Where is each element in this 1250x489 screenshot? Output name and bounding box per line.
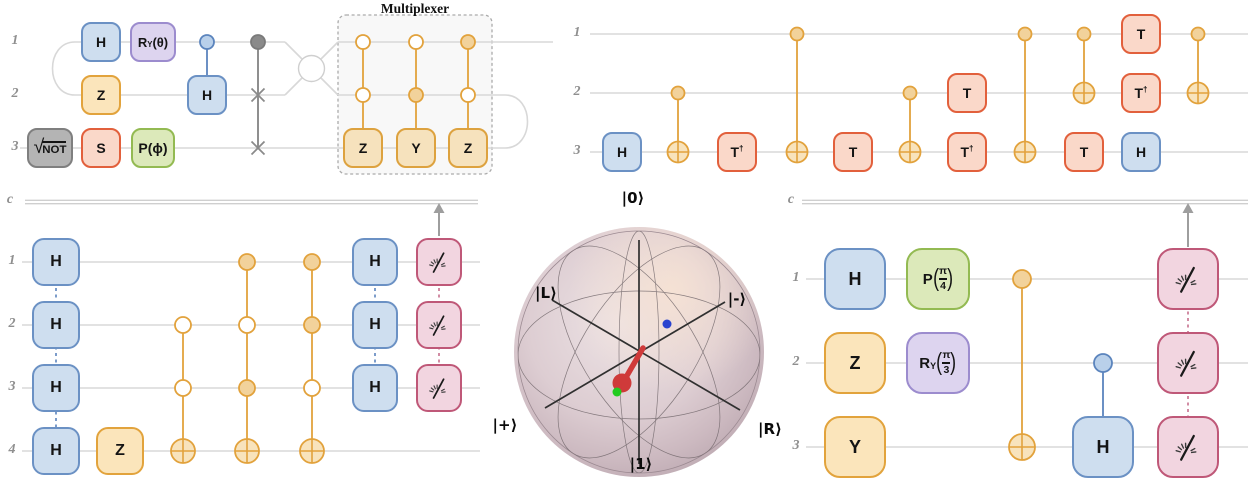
gate-h[interactable]: H	[1072, 416, 1134, 478]
gate-pϕ[interactable]: P(ϕ)	[131, 128, 175, 168]
gate-h[interactable]: H	[352, 364, 398, 412]
gate-h[interactable]: H	[32, 364, 80, 412]
measure-gate[interactable]	[1157, 332, 1219, 394]
gate-t-dagger[interactable]: T†	[947, 132, 987, 172]
control-dot[interactable]	[1076, 26, 1092, 42]
control-dot[interactable]	[303, 316, 321, 334]
control-dot[interactable]	[1190, 26, 1206, 42]
control-dot[interactable]	[460, 87, 476, 103]
measure-gate[interactable]	[1157, 248, 1219, 310]
gate-h[interactable]: H	[32, 301, 80, 349]
gate-h[interactable]: H	[824, 248, 886, 310]
gate-h[interactable]: H	[602, 132, 642, 172]
gate-t-dagger[interactable]: T†	[1121, 73, 1161, 113]
control-dot[interactable]	[408, 34, 424, 50]
gate-t[interactable]: T	[1121, 14, 1161, 54]
state-vector-arrow	[622, 345, 646, 382]
control-dot[interactable]	[238, 253, 256, 271]
control-dot[interactable]	[250, 34, 266, 50]
ket-label-zero: |0⟩	[621, 189, 645, 207]
measurement-arrow-head	[433, 203, 445, 213]
bloch-wireframe	[517, 230, 761, 474]
control-dot[interactable]	[460, 34, 476, 50]
swap-x[interactable]	[250, 87, 266, 103]
gate-z[interactable]: Z	[81, 75, 121, 115]
control-dot[interactable]	[408, 87, 424, 103]
ket-label-minus: |-⟩	[727, 290, 747, 308]
measure-gate[interactable]	[416, 364, 462, 412]
measurement-gauge-icon	[1175, 266, 1197, 293]
control-dot[interactable]	[1017, 26, 1033, 42]
control-dot[interactable]	[1093, 353, 1113, 373]
gate-z[interactable]: Z	[96, 427, 144, 475]
gate-t-dagger[interactable]: T†	[717, 132, 757, 172]
gate-h[interactable]: H	[32, 427, 80, 475]
gate-t[interactable]: T	[833, 132, 873, 172]
measurement-gauge-icon	[429, 252, 446, 273]
gate-z[interactable]: Z	[343, 128, 383, 168]
control-dot[interactable]	[789, 26, 805, 42]
measure-gate[interactable]	[416, 238, 462, 286]
gate-y[interactable]: Y	[396, 128, 436, 168]
bloch-point-blue	[662, 319, 672, 329]
measurement-gauge-icon	[429, 378, 446, 399]
control-dot[interactable]	[238, 379, 256, 397]
gate-t[interactable]: T	[947, 73, 987, 113]
measure-gate[interactable]	[1157, 416, 1219, 478]
control-dot[interactable]	[902, 85, 918, 101]
swap-x[interactable]	[250, 140, 266, 156]
measure-gate[interactable]	[416, 301, 462, 349]
ket-label-plus: |+⟩	[492, 416, 518, 434]
control-dot[interactable]	[303, 253, 321, 271]
gate-h[interactable]: H	[187, 75, 227, 115]
measurement-gauge-icon	[1175, 350, 1197, 377]
gate-y[interactable]: Y	[824, 416, 886, 478]
control-dot[interactable]	[355, 87, 371, 103]
control-dot[interactable]	[355, 34, 371, 50]
gate-h[interactable]: H	[352, 238, 398, 286]
gate-t[interactable]: T	[1064, 132, 1104, 172]
wire-loop-arc	[51, 41, 76, 96]
control-dot[interactable]	[174, 379, 192, 397]
gate-h[interactable]: H	[32, 238, 80, 286]
control-dot[interactable]	[174, 316, 192, 334]
wire-loop-arc	[504, 94, 529, 149]
bloch-sphere[interactable]	[514, 227, 764, 477]
gate-z[interactable]: Z	[448, 128, 488, 168]
ket-label-R: |R⟩	[758, 420, 782, 438]
control-dot[interactable]	[238, 316, 256, 334]
ket-label-L: |L⟩	[535, 284, 557, 302]
gate-z[interactable]: Z	[824, 332, 886, 394]
control-dot[interactable]	[303, 379, 321, 397]
ket-label-one: |1⟩	[629, 455, 653, 473]
control-dot[interactable]	[199, 34, 215, 50]
gate-h[interactable]: H	[1121, 132, 1161, 172]
gate-sqrt-not[interactable]: √NOT	[27, 128, 73, 168]
wire-crossing-node	[297, 54, 326, 83]
control-dot[interactable]	[1012, 269, 1032, 289]
measurement-gauge-icon	[1175, 434, 1197, 461]
gate-h[interactable]: H	[352, 301, 398, 349]
measurement-arrow-head	[1182, 203, 1194, 213]
bloch-point-green	[612, 387, 622, 397]
measurement-gauge-icon	[429, 315, 446, 336]
control-dot[interactable]	[670, 85, 686, 101]
gate-s[interactable]: S	[81, 128, 121, 168]
gate-h[interactable]: H	[81, 22, 121, 62]
